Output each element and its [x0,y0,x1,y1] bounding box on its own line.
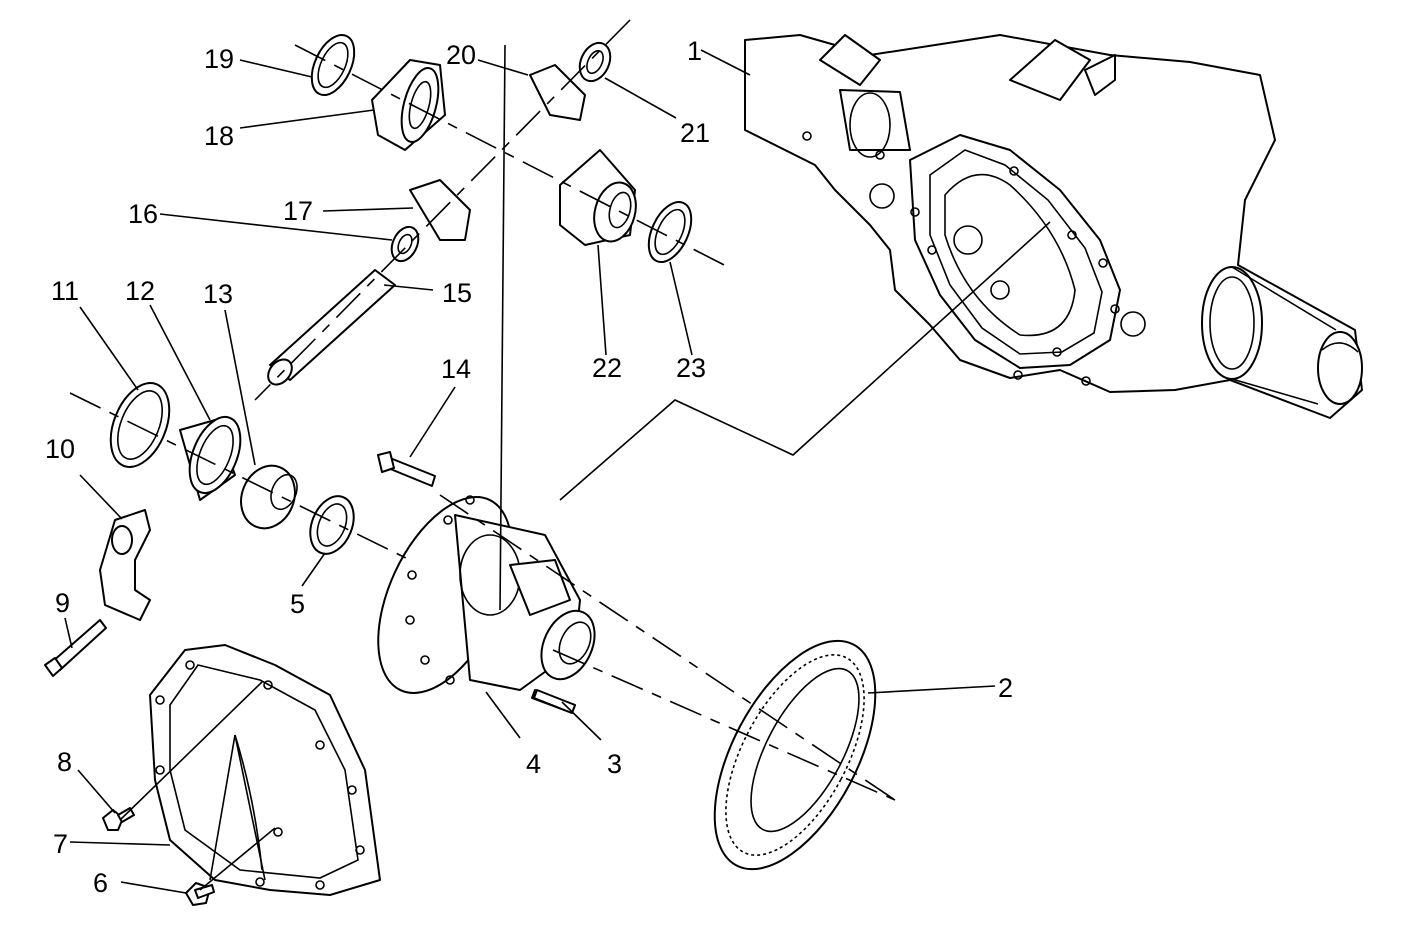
callout-19: 19 [204,44,234,74]
bearing-cap-bolt [44,619,107,677]
callout-18: 18 [204,121,234,151]
callout-9: 9 [55,588,70,618]
thrust-washer-21 [578,41,612,83]
side-gear-upper [371,59,446,151]
callout-21: 21 [680,118,710,148]
callout-12: 12 [125,276,155,306]
callout-7: 7 [53,829,68,859]
thrust-washer-23 [647,201,693,263]
callout-17: 17 [283,196,313,226]
pinion-gear-lower [409,179,471,241]
callout-13: 13 [203,279,233,309]
callout-5: 5 [290,589,305,619]
callout-6: 6 [93,868,108,898]
ring-gear [713,639,877,871]
callout-10: 10 [45,434,75,464]
axle-housing [744,34,1363,419]
callout-14: 14 [441,354,471,384]
case-bolt [377,451,436,487]
callout-3: 3 [607,749,622,779]
pinion-gear-upper [529,64,586,121]
callout-4: 4 [526,749,541,779]
bearing-cap [99,509,151,621]
side-gear-lower [559,149,637,246]
differential-cover [149,644,381,896]
callout-leaders [64,49,996,894]
callout-15: 15 [442,278,472,308]
callout-2: 2 [998,673,1013,703]
fill-plug [185,882,215,906]
callout-23: 23 [676,353,706,383]
thrust-washer-16 [390,225,420,263]
callout-8: 8 [57,747,72,777]
assembly-centerlines [69,19,1051,891]
lock-pin [533,689,576,714]
callout-20: 20 [446,40,476,70]
callout-1: 1 [687,36,702,66]
differential-case [377,495,596,714]
callout-labels: 1 2 3 4 5 6 7 8 9 10 11 12 13 14 15 16 1… [45,36,1013,898]
thrust-washer-19 [310,34,356,96]
callout-11: 11 [51,276,79,306]
callout-22: 22 [592,353,622,383]
callout-16: 16 [128,199,158,229]
